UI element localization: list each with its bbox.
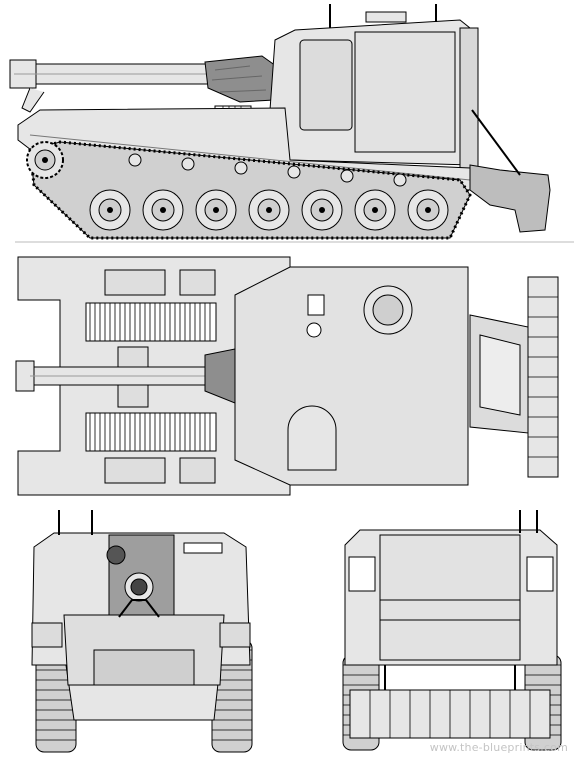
- fighting-compartment: [234, 266, 469, 486]
- rear-spade-top: [469, 276, 559, 478]
- road-wheel-icon: [142, 189, 184, 231]
- side-view: [0, 0, 574, 250]
- engine-grille-upper: [85, 302, 217, 342]
- road-wheel-icon: [301, 189, 343, 231]
- top-view: [0, 255, 574, 500]
- rear-spade-back: [349, 665, 551, 739]
- road-wheel-icon: [407, 189, 449, 231]
- access-panels: [104, 269, 216, 484]
- drive-sprocket-icon: [26, 141, 64, 179]
- gun-barrel-top: [15, 360, 211, 392]
- road-wheel-icon: [195, 189, 237, 231]
- road-wheel-icon: [248, 189, 290, 231]
- rear-spade: [469, 164, 551, 233]
- gun-barrel: [9, 59, 211, 113]
- rear-view: [325, 505, 574, 760]
- engine-grille-lower: [85, 412, 217, 452]
- return-rollers: [128, 153, 407, 187]
- road-wheel-row: [89, 189, 449, 231]
- casemate: [214, 4, 479, 169]
- canvas-mantlet: [204, 55, 277, 103]
- road-wheel-icon: [354, 189, 396, 231]
- road-wheel-icon: [89, 189, 131, 231]
- watermark-text: www.the-blueprints.com: [429, 741, 568, 754]
- hatch-icon: [287, 405, 337, 471]
- front-view: [14, 505, 264, 760]
